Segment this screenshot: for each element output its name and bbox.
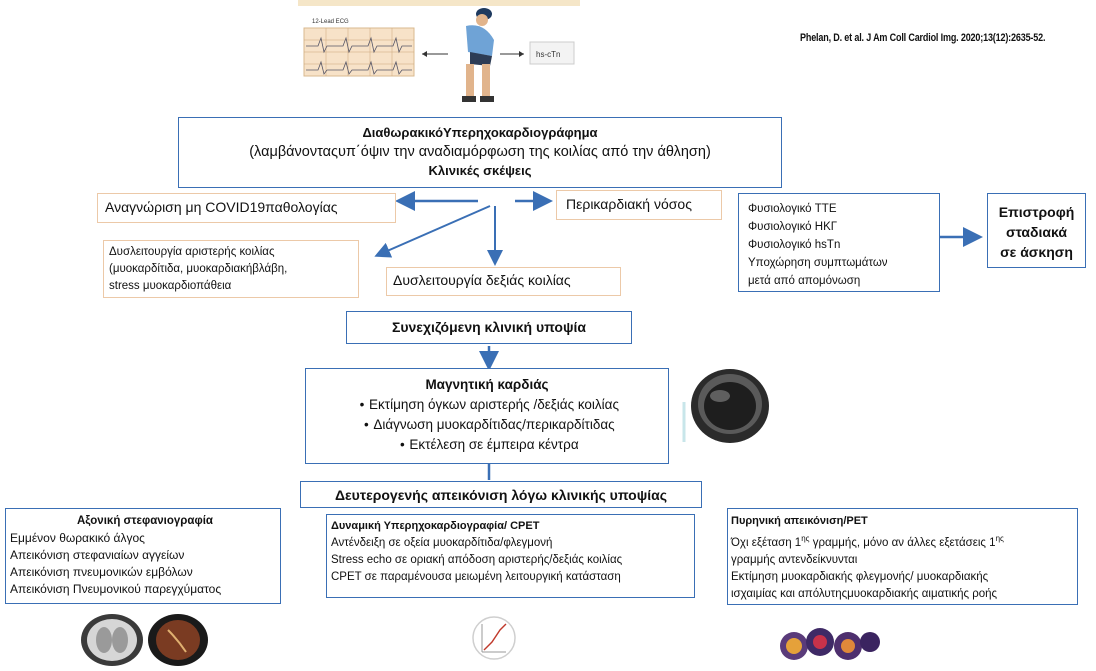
echo-subtitle: (λαμβάνονταςυπ΄όψιν την αναδιαμόρφωση τη… xyxy=(249,144,711,160)
mri-bullet-3: •Εκτέλεση σε έμπειρα κέντρα xyxy=(399,437,579,452)
non-covid-box: Αναγνώριση μη COVID19παθολογίας xyxy=(97,193,396,223)
continued-suspicion-box: Συνεχιζόμενη κλινική υποψία xyxy=(346,311,632,344)
echo-section: Κλινικές σκέψεις xyxy=(428,163,532,178)
return-line-2: σταδιακά xyxy=(1006,224,1067,240)
ct-line-3: Απεικόνιση πνευμονικών εμβόλων xyxy=(10,565,193,579)
normal-line-isolation: μετά από απομόνωση xyxy=(748,275,861,287)
pet-title: Πυρηνική απεικόνιση/PET xyxy=(731,515,868,527)
secondary-label: Δευτερογενής απεικόνιση λόγω κλινικής υπ… xyxy=(334,487,668,503)
mri-disc-image xyxy=(690,366,772,446)
normal-line-ecg: Φυσιολογικό ΗΚΓ xyxy=(748,221,838,233)
ecg-athlete-image: 12-Lead ECG hs-cTn xyxy=(298,0,580,102)
pet-line-4: ισχαιμίας και απόλυτηςμυοκαρδιακής αιματ… xyxy=(731,587,998,600)
rv-dysfunction-box: Δυσλειτουργία δεξιάς κοιλίας xyxy=(386,267,621,296)
ct-lung-images xyxy=(78,612,210,666)
ecg-label: 12-Lead ECG xyxy=(312,19,349,25)
mri-title: Μαγνητική καρδιάς xyxy=(425,377,549,392)
stress-line-1: Αντένδειξη σε οξεία μυοκαρδίτιδα/φλεγμον… xyxy=(331,537,553,549)
lv-line-1: Δυσλειτουργία αριστερής κοιλίας xyxy=(109,246,275,258)
pet-line-3: Εκτίμηση μυοκαρδιακής φλεγμονής/ μυοκαρδ… xyxy=(731,570,989,583)
cardiac-mri-box: Μαγνητική καρδιάς •Εκτίμηση όγκων αριστε… xyxy=(305,368,669,464)
return-line-3: σε άσκηση xyxy=(1000,244,1073,260)
rv-label: Δυσλειτουργία δεξιάς κοιλίας xyxy=(393,272,571,288)
ct-angiography-box: Αξονική στεφανιογραφία Εμμένον θωρακικό … xyxy=(5,508,281,604)
return-to-exercise-box: Επιστροφή σταδιακά σε άσκηση xyxy=(987,193,1086,268)
pet-line-1: Όχι εξέταση 1ης γραμμής, μόνο αν άλλες ε… xyxy=(731,534,1004,549)
stress-echo-cpet-box: Δυναμική Υπερηχοκαρδιογραφία/ CPET Αντέν… xyxy=(326,514,695,598)
pet-line-2: γραμμής αντενδείκνυνται xyxy=(731,553,858,566)
non-covid-label: Αναγνώριση μη COVID19παθολογίας xyxy=(105,199,338,215)
pet-scan-images xyxy=(778,620,880,666)
lv-dysfunction-box: Δυσλειτουργία αριστερής κοιλίας (μυοκαρδ… xyxy=(103,240,359,298)
nuclear-pet-box: Πυρηνική απεικόνιση/PET Όχι εξέταση 1ης … xyxy=(727,508,1078,605)
pericardial-label: Περικαρδιακή νόσος xyxy=(566,196,692,212)
arrow-to-lv xyxy=(374,205,491,258)
stress-line-3: CPET σε παραμένουσα μειωμένη λειτουργική… xyxy=(331,571,621,583)
echo-title: ΔιαθωρακικόΥπερηχοκαρδιογράφημα xyxy=(362,125,598,140)
stress-line-2: Stress echo σε οριακή απόδοση αριστερής/… xyxy=(331,554,623,566)
ct-title: Αξονική στεφανιογραφία xyxy=(77,515,213,527)
cpet-graph-image xyxy=(472,610,516,666)
normal-line-tte: Φυσιολογικό TTE xyxy=(748,203,837,215)
mri-bullet-1: •Εκτίμηση όγκων αριστερής /δεξιάς κοιλία… xyxy=(359,397,619,412)
mri-bullet-2: •Διάγνωση μυοκαρδίτιδας/περικαρδίτιδας xyxy=(363,417,615,432)
echo-box: ΔιαθωρακικόΥπερηχοκαρδιογράφημα (λαμβάνο… xyxy=(178,117,782,188)
ct-line-4: Απεικόνιση Πνευμονικού παρεγχύματος xyxy=(10,582,222,596)
pericardial-box: Περικαρδιακή νόσος xyxy=(556,190,722,220)
ct-line-2: Απεικόνιση στεφανιαίων αγγείων xyxy=(10,548,185,562)
lv-line-2: (μυοκαρδίτιδα, μυοκαρδιακήβλάβη, xyxy=(109,263,288,275)
ct-line-1: Εμμένον θωρακικό άλγος xyxy=(10,531,145,545)
normal-line-symptoms: Υποχώρηση συμπτωμάτων xyxy=(748,257,888,269)
normal-line-hstn: Φυσιολογικό hsTn xyxy=(748,239,841,251)
secondary-imaging-box: Δευτερογενής απεικόνιση λόγω κλινικής υπ… xyxy=(300,481,702,508)
citation: Phelan, D. et al. J Am Coll Cardiol Img.… xyxy=(800,32,1046,44)
normal-findings-box: Φυσιολογικό TTE Φυσιολογικό ΗΚΓ Φυσιολογ… xyxy=(738,193,940,292)
return-line-1: Επιστροφή xyxy=(998,204,1075,220)
suspicion-label: Συνεχιζόμενη κλινική υποψία xyxy=(391,319,587,335)
stress-title: Δυναμική Υπερηχοκαρδιογραφία/ CPET xyxy=(331,520,540,532)
lv-line-3: stress μυοκαρδιοπάθεια xyxy=(109,280,232,292)
ecg-athlete-illustration: 12-Lead ECG hs-cTn xyxy=(298,0,580,112)
troponin-label: hs-cTn xyxy=(536,50,560,59)
